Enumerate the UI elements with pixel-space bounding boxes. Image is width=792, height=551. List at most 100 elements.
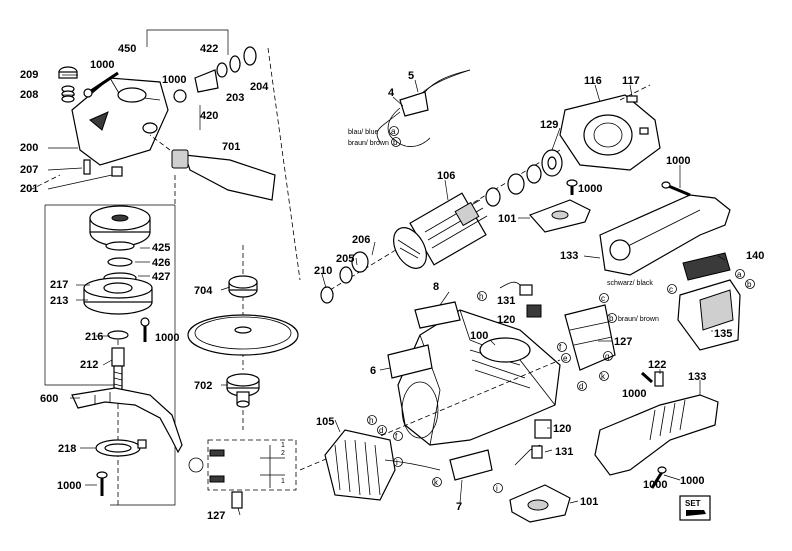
part-label: 1000 bbox=[666, 155, 690, 167]
part-label: 702 bbox=[194, 380, 212, 392]
part-label: 701 bbox=[222, 141, 240, 153]
connector-marker: e bbox=[563, 354, 568, 363]
part-label: 422 bbox=[200, 43, 218, 55]
connector-marker: c bbox=[601, 294, 605, 303]
connector-marker: h bbox=[479, 292, 483, 301]
part-label: 127 bbox=[207, 510, 225, 522]
part-label: 203 bbox=[226, 92, 244, 104]
part-label: 450 bbox=[118, 43, 136, 55]
part-label: 1000 bbox=[90, 59, 114, 71]
part-label: 209 bbox=[20, 69, 38, 81]
rating-labels bbox=[387, 301, 493, 481]
brush-cover-bottom bbox=[509, 484, 571, 523]
wire-note-brown: braun/ brown bbox=[348, 140, 389, 147]
rear-bearing bbox=[541, 149, 563, 177]
gear-assembly-frame bbox=[29, 29, 301, 506]
connector-marker: a bbox=[391, 127, 396, 136]
connector-marker: b bbox=[609, 314, 614, 323]
part-label: 7 bbox=[456, 501, 462, 513]
connector-marker: c bbox=[669, 285, 673, 294]
spindle-lock-button bbox=[58, 66, 78, 103]
connector-marker: k bbox=[601, 372, 606, 381]
part-label: 201 bbox=[20, 183, 38, 195]
connector-markers: a b a b c c b d d e f f g h h i i k k bbox=[367, 126, 755, 493]
part-label: 217 bbox=[50, 279, 68, 291]
motor-housing bbox=[299, 309, 561, 471]
part-label: 204 bbox=[250, 81, 269, 93]
part-label: 1000 bbox=[155, 332, 179, 344]
part-label: 133 bbox=[560, 250, 578, 262]
part-label: 131 bbox=[497, 295, 515, 307]
wire-note-blue: blau/ blue bbox=[348, 129, 378, 136]
leader-lines bbox=[47, 74, 726, 516]
rear-handle-bottom bbox=[594, 371, 719, 489]
connector-marker: f bbox=[395, 432, 398, 441]
connector-marker: k bbox=[434, 478, 439, 487]
part-label: 100 bbox=[470, 330, 488, 342]
part-label: 101 bbox=[580, 496, 598, 508]
part-label: 120 bbox=[497, 314, 515, 326]
disc-group bbox=[187, 245, 299, 430]
part-label: 129 bbox=[540, 119, 558, 131]
gear-washers bbox=[103, 241, 137, 284]
part-label: 105 bbox=[316, 416, 334, 428]
connector-marker: h bbox=[369, 416, 373, 425]
part-label: 216 bbox=[85, 331, 103, 343]
part-label: 131 bbox=[555, 446, 573, 458]
drive-pinion-parts bbox=[173, 46, 257, 130]
switch-actuator bbox=[677, 252, 741, 351]
part-label: 426 bbox=[152, 257, 170, 269]
part-label: 135 bbox=[714, 328, 732, 340]
set-badge-label: SET bbox=[685, 499, 701, 508]
schematic-terminals: 1 2 1 bbox=[281, 442, 285, 485]
part-label: 1000 bbox=[680, 475, 704, 487]
part-label: 206 bbox=[352, 234, 370, 246]
bearing-flange bbox=[83, 277, 153, 315]
part-label: 4 bbox=[388, 87, 395, 99]
connector-marker: a bbox=[737, 270, 742, 279]
wiring-schematic bbox=[188, 439, 297, 509]
part-label: 101 bbox=[498, 213, 516, 225]
part-label: 8 bbox=[433, 281, 439, 293]
guard-clamp bbox=[95, 439, 147, 457]
bearing-plate bbox=[559, 84, 661, 171]
connector-marker: i bbox=[496, 484, 498, 493]
schematic-terminal: 1 bbox=[281, 442, 285, 449]
part-label: 1000 bbox=[643, 479, 667, 491]
part-label: 140 bbox=[746, 250, 764, 262]
part-label: 1000 bbox=[162, 74, 186, 86]
power-cable bbox=[376, 69, 471, 147]
part-labels: 450 422 209 1000 208 200 207 201 1000 20… bbox=[20, 43, 764, 522]
part-label: 1000 bbox=[622, 388, 646, 400]
connector-marker: i bbox=[396, 458, 398, 467]
connector-marker: g bbox=[605, 352, 609, 361]
output-spindle bbox=[111, 347, 125, 397]
clamp-screw bbox=[96, 471, 108, 496]
part-label: 122 bbox=[648, 359, 666, 371]
part-label: 208 bbox=[20, 89, 38, 101]
part-label: 106 bbox=[437, 170, 455, 182]
connector-marker: b bbox=[747, 280, 752, 289]
part-label: 1000 bbox=[57, 480, 81, 492]
housing-screw bbox=[83, 71, 119, 98]
brush-cover bbox=[528, 179, 591, 233]
part-label: 210 bbox=[314, 265, 332, 277]
gear-housing bbox=[48, 77, 169, 166]
wire-note-brown-b: braun/ brown bbox=[618, 316, 659, 323]
part-label: 133 bbox=[688, 371, 706, 383]
part-label: 127 bbox=[614, 336, 632, 348]
part-label: 120 bbox=[553, 423, 571, 435]
part-label: 420 bbox=[200, 110, 218, 122]
auxiliary-handle bbox=[149, 134, 276, 201]
switch-assembly bbox=[499, 281, 616, 466]
part-label: 117 bbox=[622, 75, 640, 87]
wire-note-black: schwarz/ black bbox=[607, 280, 653, 287]
spindle-washer bbox=[107, 317, 150, 342]
part-label: 427 bbox=[152, 271, 170, 283]
part-label: 1000 bbox=[578, 183, 602, 195]
part-label: 704 bbox=[194, 285, 213, 297]
armature bbox=[320, 149, 561, 304]
part-label: 212 bbox=[80, 359, 98, 371]
connector-marker: b bbox=[393, 138, 398, 147]
